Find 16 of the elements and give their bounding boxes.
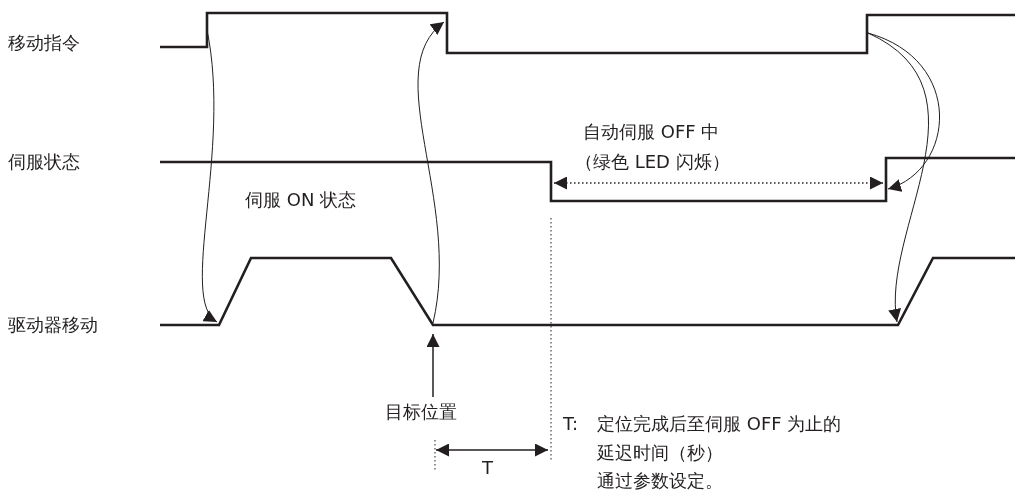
- causality-arrow: [417, 21, 445, 324]
- causality-arrow: [867, 32, 940, 190]
- note-text: 延迟时间（秒）: [597, 442, 723, 464]
- arrow: [426, 333, 440, 398]
- causality-arrow: [867, 32, 929, 323]
- signal-name: 伺服状态: [8, 151, 80, 173]
- node-label: 目标位置: [385, 401, 457, 423]
- state-label: 自动伺服 OFF 中: [583, 121, 720, 143]
- signal-name: 驱动器移动: [8, 314, 98, 336]
- state-label: （绿色 LED 闪烁）: [575, 151, 730, 173]
- state-label: 伺服 ON 状态: [245, 189, 357, 211]
- note-text: 定位完成后至伺服 OFF 为止的: [597, 413, 842, 435]
- note-label: T:: [563, 413, 579, 435]
- dimension-label: T: [482, 457, 493, 479]
- note-text: 通过参数设定。: [597, 470, 723, 492]
- signal-name: 移动指令: [8, 32, 80, 54]
